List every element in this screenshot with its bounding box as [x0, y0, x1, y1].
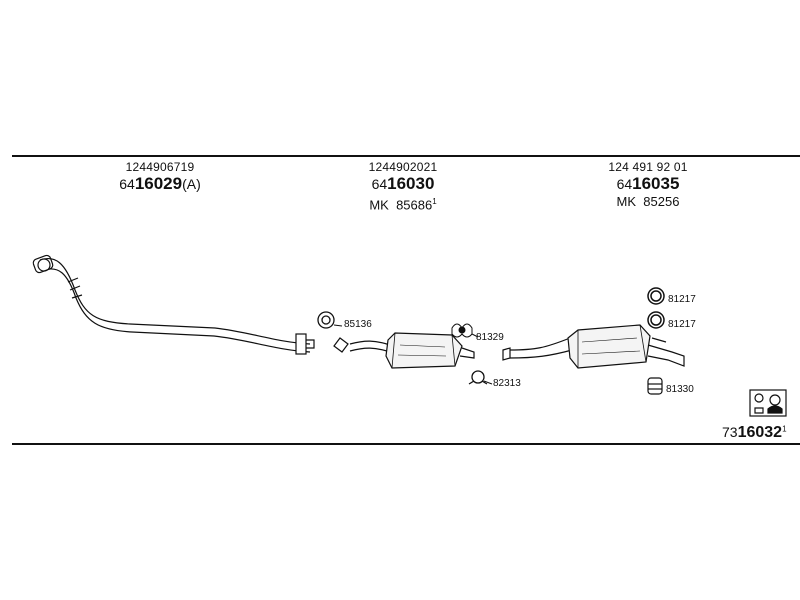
leader-line	[471, 333, 479, 338]
rear-silencer-drawing	[502, 324, 685, 369]
part-label-81217-top: 81217	[668, 294, 696, 305]
bottom-divider	[12, 443, 800, 445]
part-label-81330: 81330	[666, 384, 694, 395]
part-number: 6416029(A)	[119, 174, 201, 193]
mounting-kit-number: MK 85256	[616, 194, 680, 209]
column-rear-silencer: 124 491 92 01 6416035 MK 85256	[548, 160, 748, 210]
part-label-82313: 82313	[493, 378, 521, 389]
oe-number: 124 491 92 01	[608, 160, 688, 174]
part-label-81217-bottom: 81217	[668, 319, 696, 330]
leader-line	[333, 324, 343, 327]
part-label-81329: 81329	[476, 332, 504, 343]
part-label-85136: 85136	[344, 319, 372, 330]
part-number: 6416030	[371, 174, 435, 193]
rubber-mount-icon	[451, 323, 473, 338]
top-divider	[12, 155, 800, 157]
front-pipe-drawing	[32, 254, 315, 355]
leader-line	[483, 380, 493, 385]
oe-number: 1244906719	[125, 160, 195, 174]
rubber-ring-icon	[317, 311, 335, 329]
oe-number: 1244902021	[368, 160, 438, 174]
clamp-icon	[468, 370, 488, 385]
part-number: 6416035	[616, 174, 680, 193]
column-middle-silencer: 1244902021 6416030 MK 856861	[303, 160, 503, 213]
middle-silencer-drawing	[333, 332, 475, 369]
rubber-ring-icon	[647, 287, 665, 329]
mounting-kit-number: MK 856861	[369, 197, 437, 213]
set-part-number: 73160321	[722, 424, 787, 441]
column-front-pipe: 1244906719 6416029(A)	[60, 160, 260, 194]
parts-set-icon	[749, 389, 787, 417]
rubber-hanger-icon	[647, 377, 663, 395]
